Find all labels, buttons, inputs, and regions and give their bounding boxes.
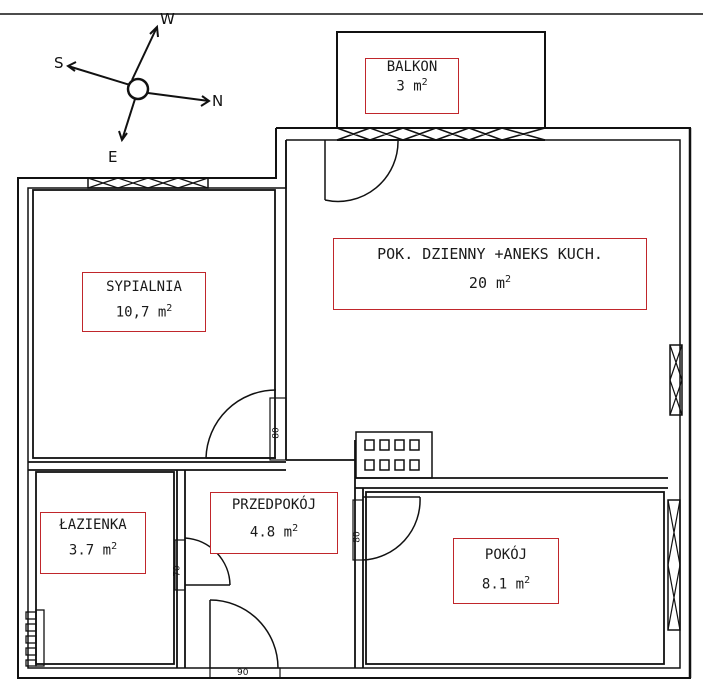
- label-lazienka-area: 3.7 m2: [68, 540, 118, 559]
- interior-walls: [28, 140, 668, 668]
- label-lazienka: ŁAZIENKA 3.7 m2: [40, 512, 146, 574]
- label-pokoj: POKÓJ 8.1 m2: [453, 538, 559, 604]
- label-sypialnia-name: SYPIALNIA: [106, 279, 182, 295]
- entrance-door-swing: [209, 599, 281, 679]
- window-pokoj: [667, 499, 681, 631]
- label-sypialnia-area: 10,7 m2: [115, 302, 173, 321]
- label-pokoj-area: 8.1 m2: [481, 574, 531, 593]
- label-dzienny: POK. DZIENNY +ANEKS KUCH. 20 m2: [333, 238, 647, 310]
- dim-door-lazienka: 70: [172, 565, 183, 577]
- label-lazienka-name: ŁAZIENKA: [59, 517, 127, 533]
- label-dzienny-area: 20 m2: [468, 273, 512, 292]
- label-balkon-name: BALKON: [386, 59, 438, 75]
- dim-door-pokoj: 80: [352, 531, 363, 543]
- window-dzienny: [669, 344, 683, 416]
- label-pokoj-name: POKÓJ: [484, 547, 528, 563]
- label-przedpokoj: PRZEDPOKÓJ 4.8 m2: [210, 492, 338, 554]
- bathroom-radiator: [25, 609, 45, 667]
- label-sypialnia: SYPIALNIA 10,7 m2: [82, 272, 206, 332]
- compass-e-label: E: [108, 148, 118, 166]
- outer-walls: [17, 127, 692, 679]
- compass-rose: [66, 24, 211, 143]
- compass-w-label: W: [160, 10, 175, 28]
- label-przedpokoj-area: 4.8 m2: [249, 522, 299, 541]
- label-dzienny-name: POK. DZIENNY +ANEKS KUCH.: [377, 245, 603, 263]
- compass-s-label: S: [54, 54, 64, 72]
- label-balkon: BALKON 3 m2: [365, 58, 459, 114]
- door-pokoj-swing: [352, 496, 421, 561]
- kitchen-cooktop: [355, 431, 433, 479]
- window-sypialnia: [87, 177, 209, 189]
- door-sypialnia-swing: [205, 389, 287, 461]
- door-balkon-swing: [324, 139, 399, 203]
- dim-entrance: 90: [237, 668, 249, 678]
- compass-n-label: N: [212, 92, 224, 110]
- label-przedpokoj-name: PRZEDPOKÓJ: [231, 497, 317, 513]
- dim-door-sypialnia: 80: [271, 427, 282, 439]
- label-balkon-area: 3 m2: [396, 76, 428, 95]
